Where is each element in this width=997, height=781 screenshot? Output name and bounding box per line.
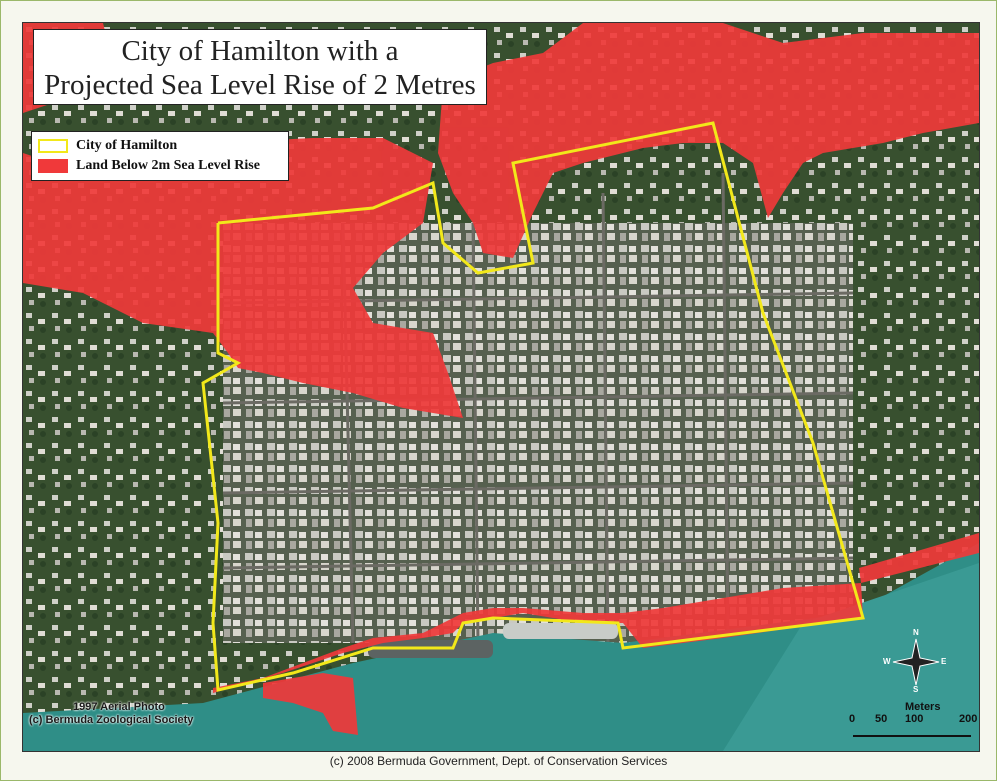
compass-w: W <box>883 657 891 666</box>
legend-swatch-flood <box>38 159 68 173</box>
scale-label-0: 0 <box>849 713 856 725</box>
street-grid <box>222 172 854 644</box>
scale-label-50: 50 <box>875 713 888 725</box>
map-title: City of Hamilton with a Projected Sea Le… <box>33 29 487 105</box>
compass-icon <box>892 638 940 686</box>
society-credit: (c) Bermuda Zoological Society <box>29 714 194 726</box>
scale-bar: Meters 0 50 100 200 <box>847 695 977 745</box>
legend-item-flood: Land Below 2m Sea Level Rise <box>38 156 282 176</box>
title-line-1: City of Hamilton with a <box>121 35 399 67</box>
aerial-credit: 1997 Aerial Photo <box>73 701 165 713</box>
harbour-water <box>23 543 979 751</box>
scale-label-100: 100 <box>905 713 924 725</box>
legend: City of Hamilton Land Below 2m Sea Level… <box>31 131 289 181</box>
title-line-2: Projected Sea Level Rise of 2 Metres <box>44 69 476 101</box>
legend-label-city: City of Hamilton <box>76 138 178 153</box>
copyright-footer: (c) 2008 Bermuda Government, Dept. of Co… <box>329 754 668 768</box>
legend-swatch-city <box>38 139 68 153</box>
legend-item-city: City of Hamilton <box>38 136 282 156</box>
scale-bar-line <box>853 729 971 737</box>
harbour-water-east <box>723 563 979 751</box>
compass-n: N <box>913 628 919 637</box>
aerial-map: City of Hamilton with a Projected Sea Le… <box>22 22 980 752</box>
scale-label-200: 200 <box>959 713 978 725</box>
legend-label-flood: Land Below 2m Sea Level Rise <box>76 158 260 173</box>
compass-e: E <box>941 657 947 666</box>
compass-s: S <box>913 685 919 694</box>
flood-zone <box>23 23 979 735</box>
scale-unit: Meters <box>905 701 941 713</box>
city-boundary <box>201 121 865 692</box>
cruise-ship <box>503 623 618 639</box>
compass-rose: N S E W <box>883 628 946 694</box>
photo-credit: 1997 Aerial Photo (c) Bermuda Zoological… <box>29 701 193 727</box>
